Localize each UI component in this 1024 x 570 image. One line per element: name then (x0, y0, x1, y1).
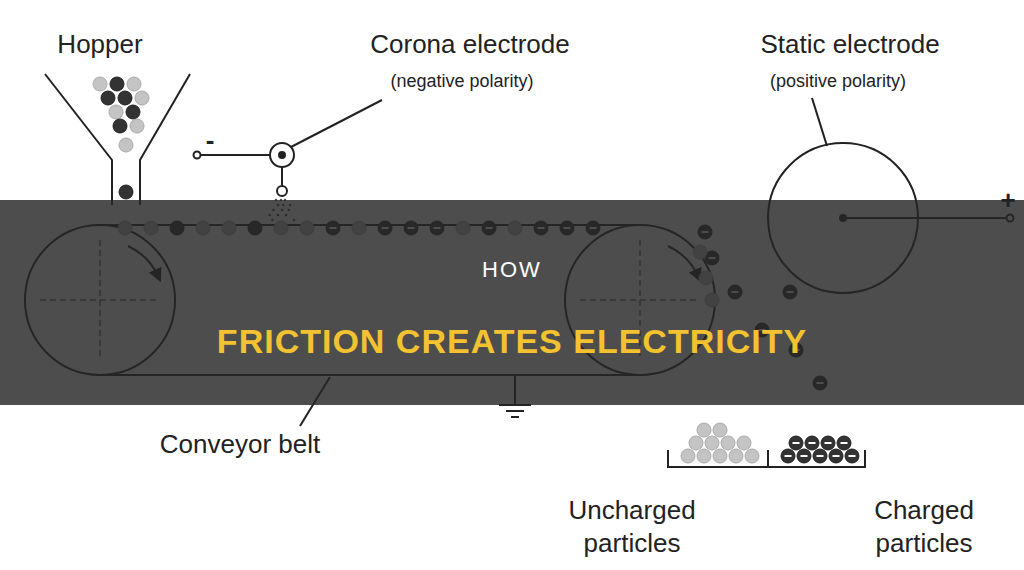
part-label: Corona electrode (340, 28, 600, 61)
charge-sign (825, 442, 832, 444)
particle (113, 119, 127, 133)
particle (713, 423, 727, 437)
charge-sign (801, 455, 808, 457)
terminal-sign: - (195, 124, 225, 157)
charge-sign (833, 455, 840, 457)
particle (119, 185, 133, 199)
particle (697, 423, 711, 437)
collection-trays (668, 450, 865, 467)
particle (118, 91, 132, 105)
particle (681, 449, 695, 463)
particle (126, 105, 140, 119)
particle (713, 449, 727, 463)
leader-line (291, 100, 382, 147)
banner-kicker: HOW (412, 256, 612, 284)
particle (745, 449, 759, 463)
particle (101, 91, 115, 105)
terminal-sign: + (995, 184, 1021, 217)
charge-sign (849, 455, 856, 457)
part-label: Uncharged particles (557, 494, 707, 559)
charge-sign (841, 442, 848, 444)
particle (697, 449, 711, 463)
particle (119, 138, 133, 152)
particle (689, 436, 703, 450)
part-label: Charged particles (849, 494, 999, 559)
charge-sign (785, 455, 792, 457)
particle (805, 436, 819, 450)
part-label: Static electrode (730, 28, 970, 61)
polarity-note: (positive polarity) (738, 70, 938, 93)
particle (721, 436, 735, 450)
particle (705, 436, 719, 450)
particle (845, 449, 859, 463)
particle (729, 449, 743, 463)
charge-sign (793, 442, 800, 444)
part-label: Hopper (25, 28, 175, 61)
particle (127, 77, 141, 91)
particle (797, 449, 811, 463)
particle (110, 77, 124, 91)
particle (135, 91, 149, 105)
particle (829, 449, 843, 463)
charge-sign (817, 455, 824, 457)
particle (789, 436, 803, 450)
title-band (0, 200, 1024, 405)
charge-sign (809, 442, 816, 444)
particle (837, 436, 851, 450)
leader-line (812, 98, 827, 146)
particle (821, 436, 835, 450)
part-label: Conveyor belt (140, 428, 340, 461)
polarity-note: (negative polarity) (362, 70, 562, 93)
particle (737, 436, 751, 450)
particle (93, 77, 107, 91)
particle (781, 449, 795, 463)
particle (109, 105, 123, 119)
hopper-funnel (45, 74, 190, 205)
particle (130, 119, 144, 133)
banner-title: FRICTION CREATES ELECTRICITY (132, 320, 892, 363)
particle (813, 449, 827, 463)
